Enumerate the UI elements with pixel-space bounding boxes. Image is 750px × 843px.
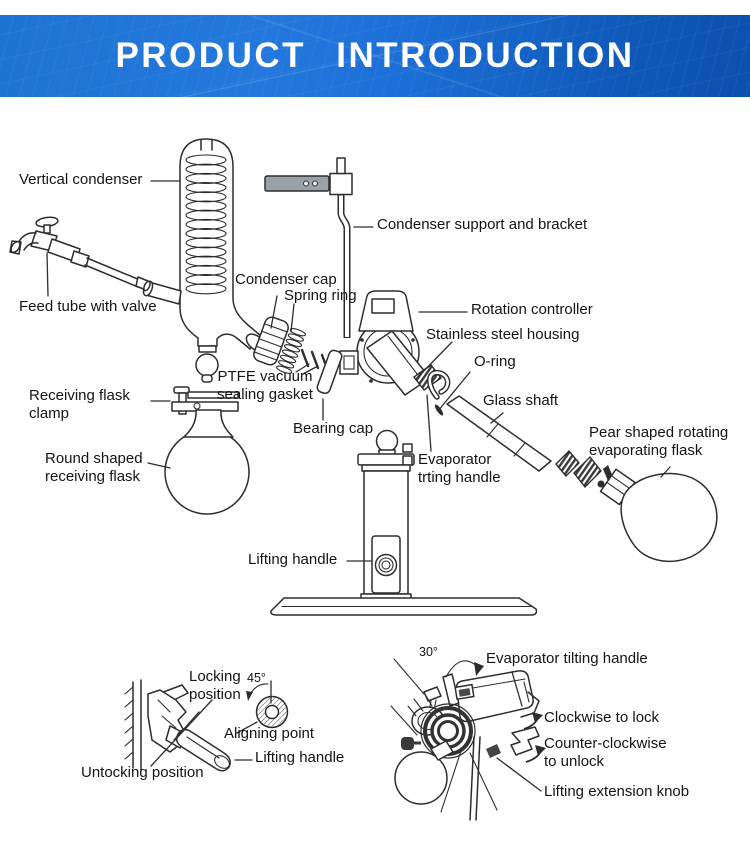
label-condenser-support: Condenser support and bracket xyxy=(377,216,588,233)
label-pear-flask: Pear shaped rotating evaporating flask xyxy=(589,424,729,459)
rotation-controller-drawing xyxy=(339,290,451,416)
condenser-support-drawing xyxy=(264,157,353,338)
label-spring-ring: Spring ring xyxy=(284,287,357,304)
label-lifting-knob: Lifting extension knob xyxy=(544,783,690,800)
label-rotation-controller: Rotation controller xyxy=(471,301,593,318)
stand-drawing xyxy=(270,429,538,616)
label-bearing-cap: Bearing cap xyxy=(293,420,374,437)
label-ptfe-gasket: PTFE vacuum sealing gasket xyxy=(217,368,313,403)
label-condenser-cap: Condenser cap xyxy=(235,271,337,288)
label-vertical-condenser: Vertical condenser xyxy=(19,171,143,188)
shaft-flask-drawing xyxy=(446,395,718,562)
label-tilting-handle: Evaporator tilting handle xyxy=(486,650,648,667)
label-lifting-handle: Lifting handle xyxy=(248,551,338,568)
label-aligning-point: Aligning point xyxy=(224,725,315,742)
tilting-detail-drawing xyxy=(390,658,546,821)
banner: PRODUCT INTRODUCTION xyxy=(0,15,750,97)
locking-detail-drawing xyxy=(124,679,289,772)
label-clockwise-lock: Clockwise to lock xyxy=(544,709,660,726)
label-stainless-housing: Stainless steel housing xyxy=(426,326,580,343)
label-receiving-clamp: Receiving flask clamp xyxy=(29,387,130,422)
label-45deg: 45° xyxy=(247,671,266,685)
pointer-lines xyxy=(46,180,671,562)
receiving-flask-drawing xyxy=(164,386,250,515)
label-lifting-handle-detail: Lifting handle xyxy=(255,749,345,766)
label-evaporator-handle: Evaporator trting handle xyxy=(418,451,501,486)
label-o-ring: O-ring xyxy=(474,353,516,370)
feed-tube-drawing xyxy=(9,216,151,292)
label-glass-shaft: Glass shaft xyxy=(483,392,559,409)
label-30deg: 30° xyxy=(419,645,438,659)
exploded-parts-drawing xyxy=(253,316,343,395)
label-round-flask: Round shaped receiving flask xyxy=(45,450,143,485)
label-counter-clockwise: Counter-clockwise to unlock xyxy=(544,735,667,770)
vertical-condenser-drawing xyxy=(142,138,266,383)
label-feed-tube: Feed tube with valve xyxy=(19,298,157,315)
label-locking-position: Locking position xyxy=(189,668,241,703)
label-unlocking-position: Untocking position xyxy=(81,764,204,781)
banner-title: PRODUCT INTRODUCTION xyxy=(115,36,635,75)
